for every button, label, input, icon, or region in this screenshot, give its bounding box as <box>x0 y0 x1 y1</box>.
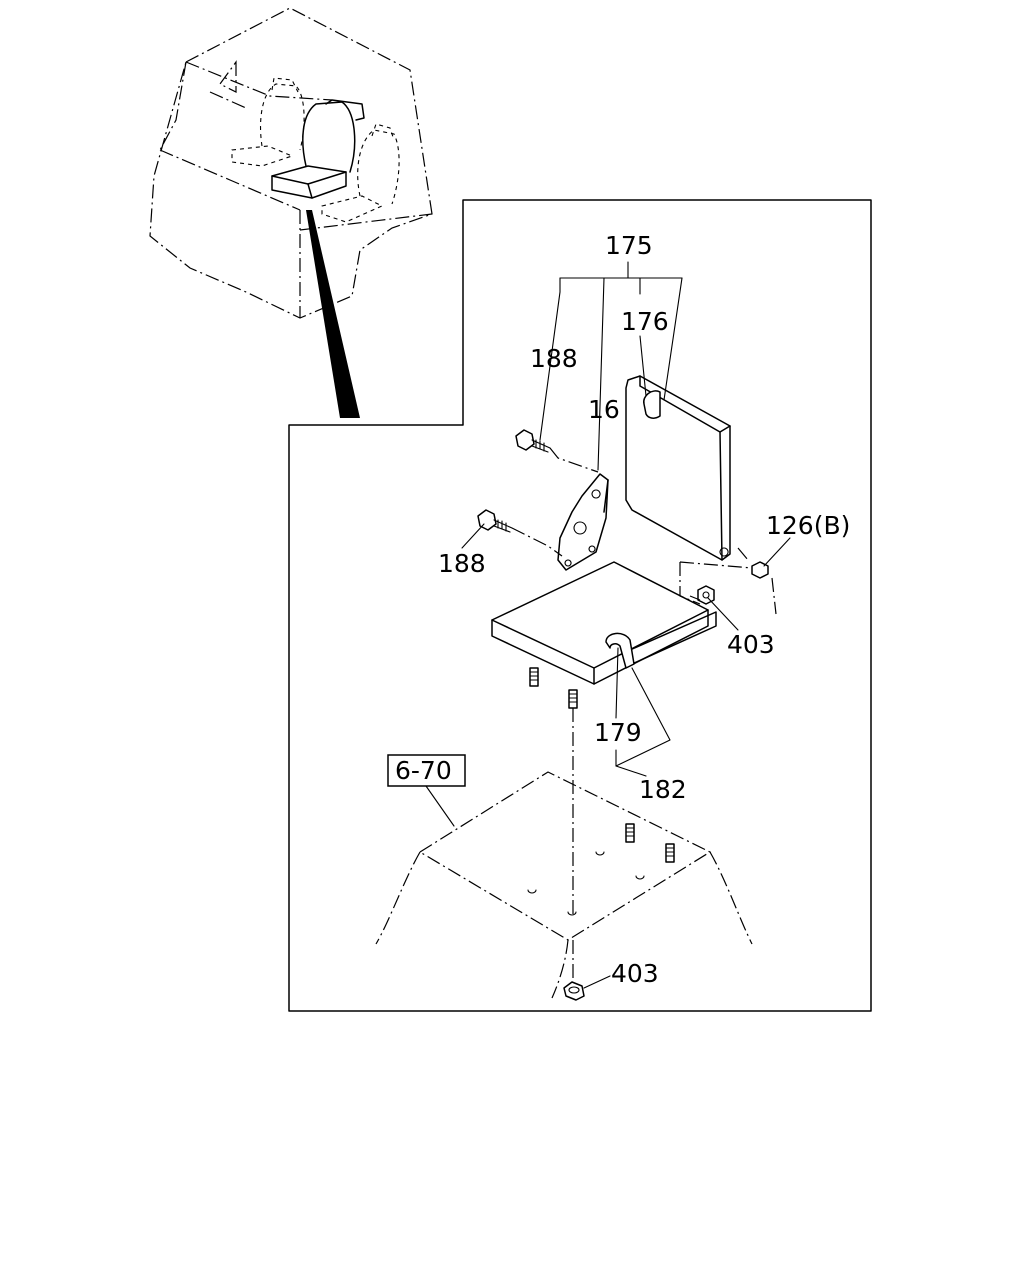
callout-182: 182 <box>639 775 687 804</box>
cab-overview-illustration <box>149 7 433 418</box>
floor-stud <box>625 823 635 843</box>
callout-175: 175 <box>605 231 653 260</box>
seat-stud <box>529 667 539 687</box>
seat-back-illustration <box>625 375 731 561</box>
hinge-bracket-illustration <box>557 473 609 571</box>
leader-lines <box>425 261 791 989</box>
callout-403-lower: 403 <box>611 959 659 988</box>
callout-176: 176 <box>621 307 669 336</box>
callout-179: 179 <box>594 718 642 747</box>
callout-188-top: 188 <box>530 344 578 373</box>
seat-cushion-illustration <box>491 561 717 980</box>
callout-126b: 126(B) <box>766 511 850 540</box>
bolt-188-upper <box>515 429 551 453</box>
callout-188-bottom: 188 <box>438 549 486 578</box>
bolt-188-lower <box>477 509 513 533</box>
detail-frame <box>288 199 872 1012</box>
nut-403-lower <box>563 981 585 1001</box>
callout-16: 16 <box>588 395 620 424</box>
reference-6-70[interactable]: 6-70 <box>387 754 466 787</box>
callout-403-upper: 403 <box>727 630 775 659</box>
reference-label: 6-70 <box>395 756 452 785</box>
seat-stud <box>568 689 578 709</box>
floor-panel-illustration <box>375 771 753 999</box>
floor-stud <box>665 843 675 863</box>
